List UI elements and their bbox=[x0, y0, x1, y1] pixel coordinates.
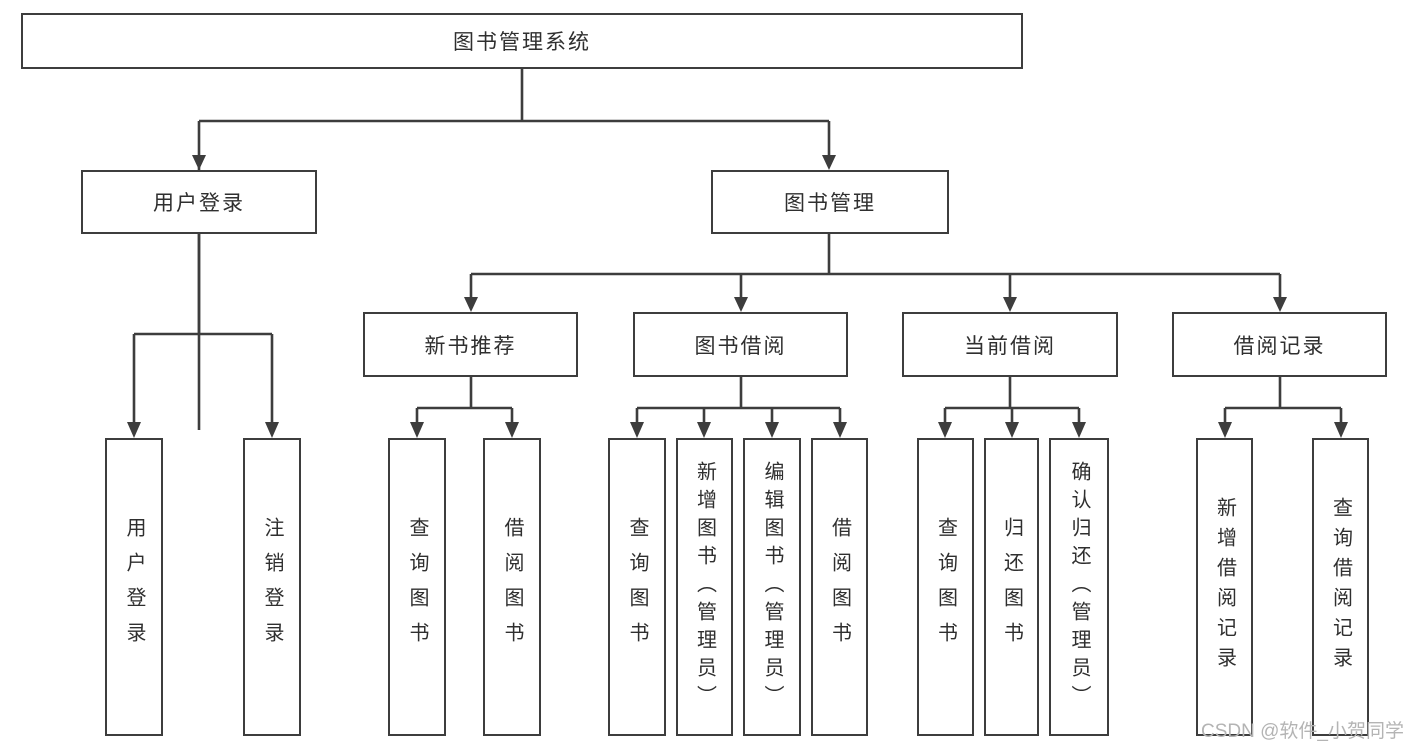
leaf-add-borrowing-record: 新增借阅记录 bbox=[1196, 438, 1253, 736]
leaf-query-books-current: 查询图书 bbox=[917, 438, 974, 736]
leaf-borrow-books: 借阅图书 bbox=[811, 438, 868, 736]
leaf-query-borrowing-records: 查询借阅记录 bbox=[1312, 438, 1369, 736]
connector-current-borrow-to-leaves bbox=[938, 377, 1086, 438]
csdn-watermark: CSDN @软件_小贺同学 bbox=[1201, 721, 1404, 742]
node-user-login: 用户登录 bbox=[81, 170, 317, 234]
leaf-user-login: 用户登录 bbox=[105, 438, 163, 736]
node-book-management: 图书管理 bbox=[711, 170, 949, 234]
connector-user-login-to-leaves bbox=[127, 234, 279, 438]
connector-root-to-level2 bbox=[192, 68, 836, 430]
leaf-query-books-borrowing: 查询图书 bbox=[608, 438, 666, 736]
leaf-query-books-recommend: 查询图书 bbox=[388, 438, 446, 736]
connector-book-borrow-to-leaves bbox=[630, 377, 847, 438]
leaf-return-books: 归还图书 bbox=[984, 438, 1039, 736]
leaf-add-books-admin: 新增图书（管理员） bbox=[676, 438, 733, 736]
leaf-edit-books-admin: 编辑图书（管理员） bbox=[743, 438, 801, 736]
connector-borrow-records-to-leaves bbox=[1218, 377, 1348, 438]
node-library-management-system: 图书管理系统 bbox=[21, 13, 1023, 69]
leaf-logout: 注销登录 bbox=[243, 438, 301, 736]
node-new-book-recommendation: 新书推荐 bbox=[363, 312, 578, 377]
connector-new-books-to-leaves bbox=[410, 377, 519, 438]
node-current-borrowing: 当前借阅 bbox=[902, 312, 1118, 377]
connector-book-mgmt-to-level3 bbox=[464, 234, 1287, 312]
node-book-borrowing: 图书借阅 bbox=[633, 312, 848, 377]
node-borrowing-records: 借阅记录 bbox=[1172, 312, 1387, 377]
leaf-borrow-books-recommend: 借阅图书 bbox=[483, 438, 541, 736]
leaf-confirm-return-admin: 确认归还（管理员） bbox=[1049, 438, 1109, 736]
